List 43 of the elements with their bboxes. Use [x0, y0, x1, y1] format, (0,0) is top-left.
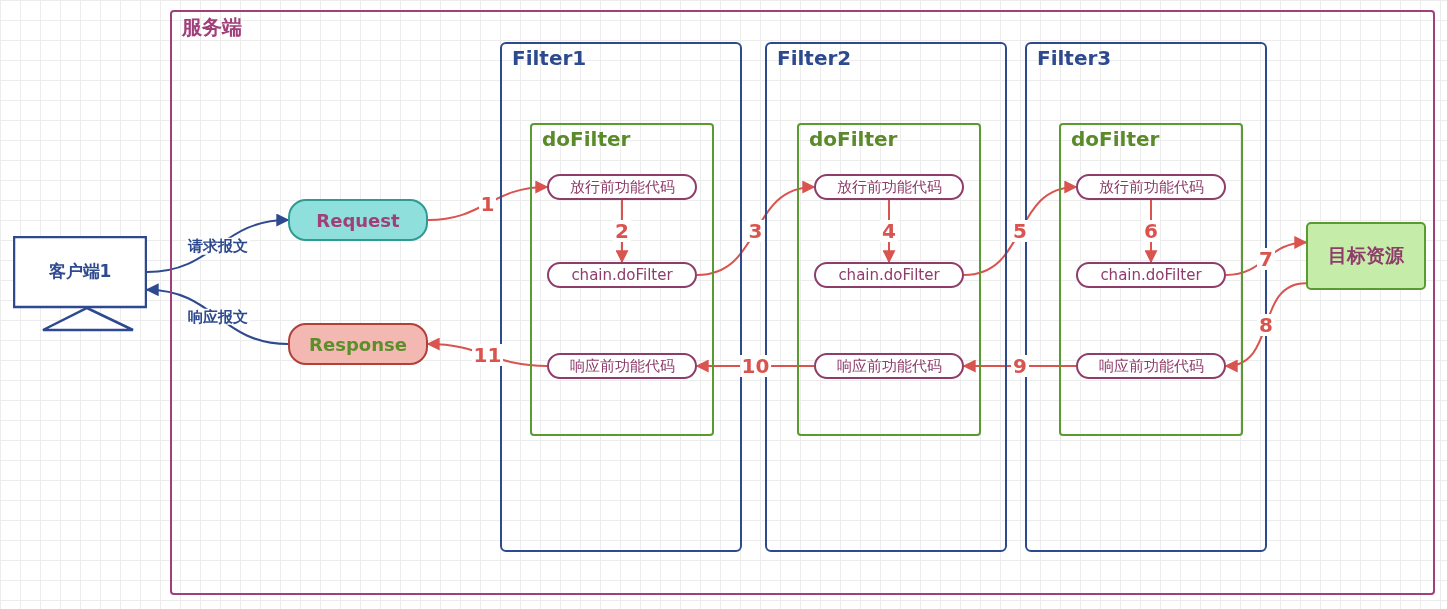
frame-title: 服务端 — [182, 14, 242, 41]
edge-label: 2 — [613, 220, 631, 242]
code-step-pill: 响应前功能代码 — [814, 353, 964, 379]
target-resource-box: 目标资源 — [1306, 222, 1426, 290]
code-step-pill: 放行前功能代码 — [814, 174, 964, 200]
frame-title: doFilter — [542, 127, 631, 151]
server-frame — [170, 10, 1435, 595]
method-frame — [797, 123, 981, 436]
edge-label: 3 — [746, 220, 765, 242]
frame-title: Filter3 — [1037, 46, 1112, 70]
code-step-pill: 放行前功能代码 — [1076, 174, 1226, 200]
code-step-pill: chain.doFilter — [814, 262, 964, 288]
node-label: 客户端1 — [47, 260, 113, 283]
frame-title: Filter1 — [512, 46, 587, 70]
edge-label: 9 — [1011, 355, 1029, 377]
code-step-pill: chain.doFilter — [547, 262, 697, 288]
edge-label: 10 — [739, 355, 772, 377]
edge-label: 11 — [471, 344, 504, 366]
arrow — [696, 181, 816, 276]
method-frame — [1059, 123, 1243, 436]
edge-label: 8 — [1257, 313, 1275, 336]
arrow — [963, 181, 1078, 276]
response-pill: Response — [288, 323, 428, 365]
frame-title: Filter2 — [777, 46, 852, 70]
code-step-pill: 放行前功能代码 — [547, 174, 697, 200]
code-step-pill: chain.doFilter — [1076, 262, 1226, 288]
edge-label: 响应报文 — [185, 308, 250, 326]
edge-label: 6 — [1142, 220, 1160, 242]
frame-title: doFilter — [1071, 127, 1160, 151]
arrow — [1225, 236, 1308, 276]
frame-title: doFilter — [809, 127, 898, 151]
filter-frame — [500, 42, 742, 552]
edge-label: 5 — [1011, 220, 1029, 242]
edge-label: 请求报文 — [185, 237, 250, 255]
method-frame — [530, 123, 714, 436]
edge-label: 7 — [1257, 247, 1275, 270]
arrow — [1224, 282, 1307, 371]
code-step-pill: 响应前功能代码 — [547, 353, 697, 379]
edge-label: 4 — [880, 220, 898, 242]
code-step-pill: 响应前功能代码 — [1076, 353, 1226, 379]
request-pill: Request — [288, 199, 428, 241]
arrow — [427, 181, 549, 221]
edge-label: 1 — [478, 192, 497, 215]
